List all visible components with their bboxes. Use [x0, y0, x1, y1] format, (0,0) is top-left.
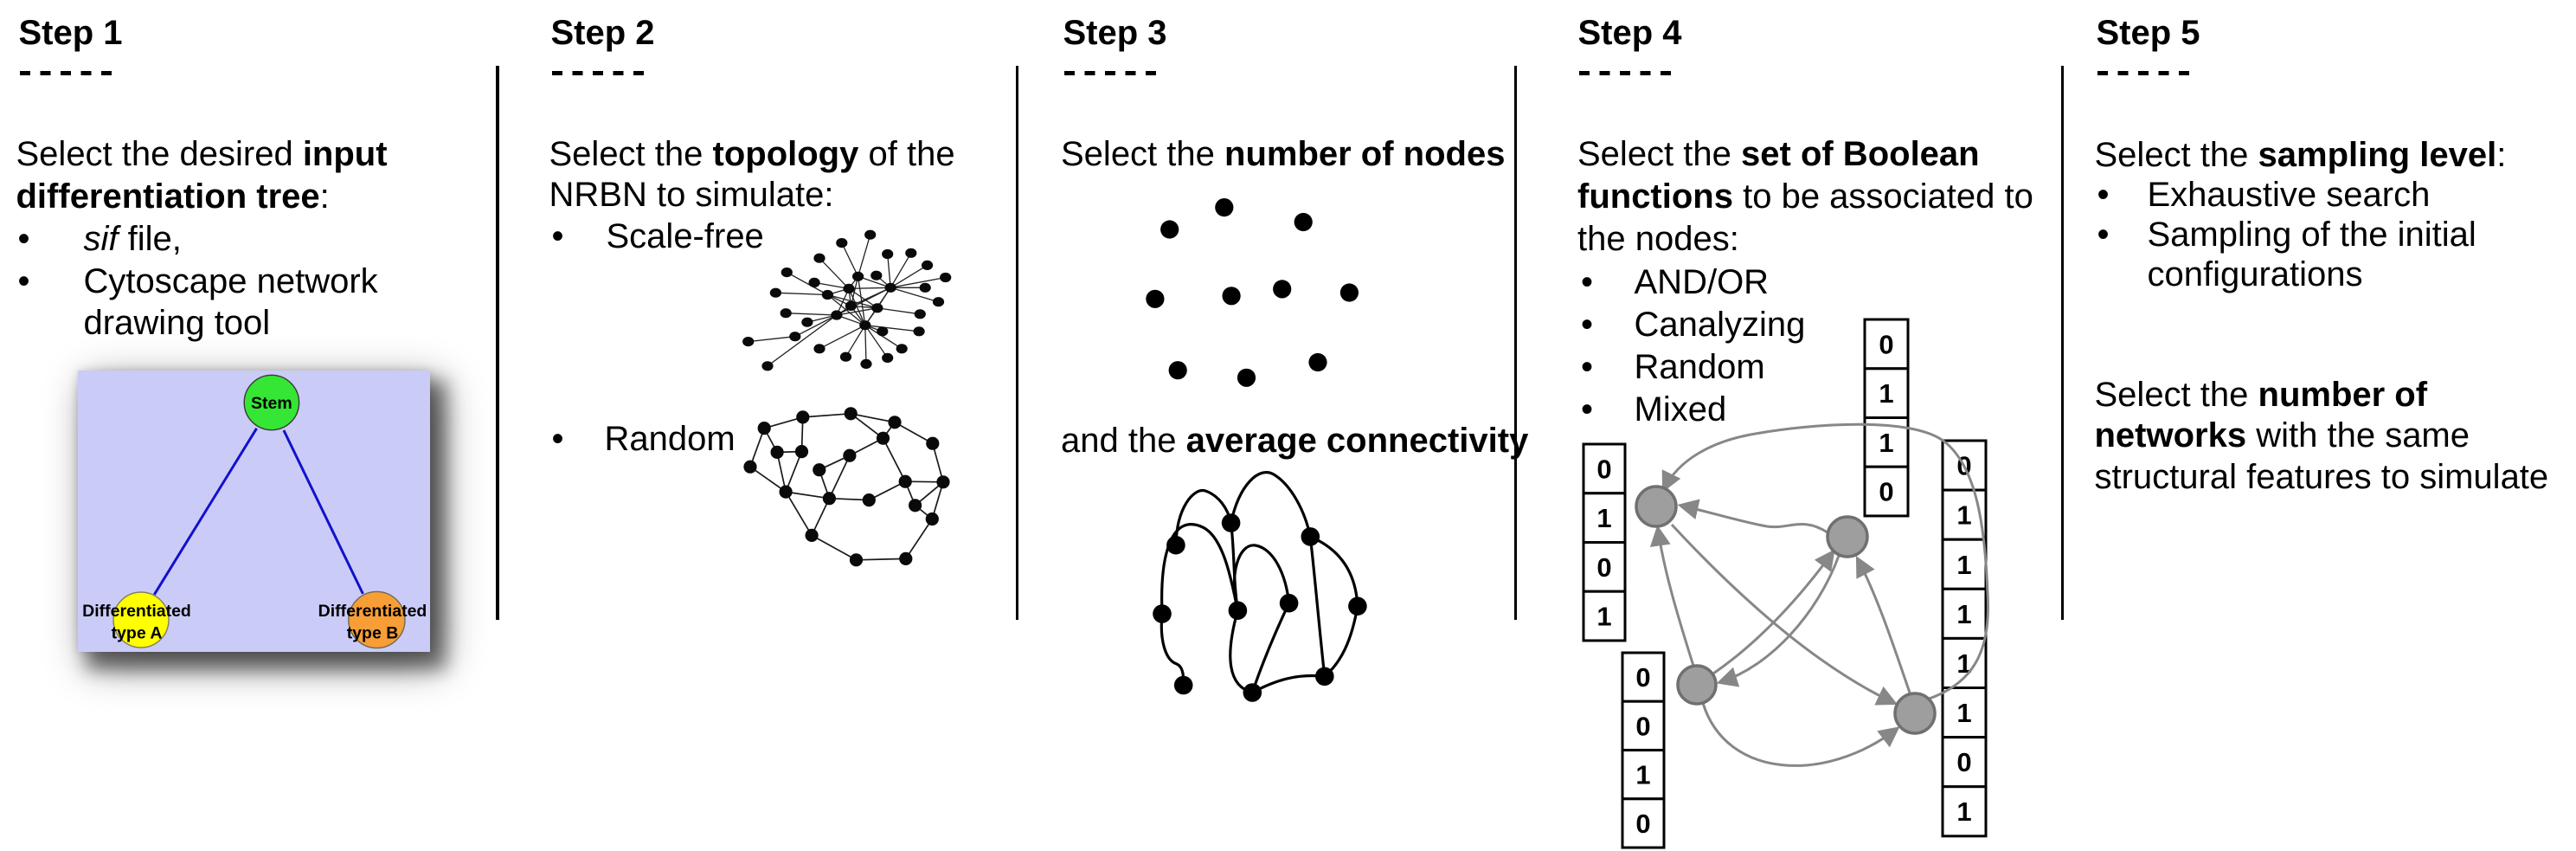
svg-text:1: 1: [1956, 648, 1971, 679]
svg-text:0: 0: [1635, 809, 1650, 839]
svg-text:0: 0: [1596, 454, 1611, 484]
svg-text:0: 0: [1879, 477, 1893, 507]
svg-text:Differentiated: Differentiated: [318, 602, 427, 621]
svg-text:0: 0: [1635, 711, 1650, 741]
svg-text:0: 0: [1956, 747, 1971, 777]
svg-text:1: 1: [1596, 503, 1611, 533]
svg-text:Differentiated: Differentiated: [82, 602, 191, 621]
svg-text:0: 0: [1635, 662, 1650, 693]
svg-text:Stem: Stem: [251, 394, 292, 413]
svg-text:0: 0: [1879, 329, 1893, 359]
svg-text:0: 0: [1596, 552, 1611, 583]
svg-text:1: 1: [1956, 796, 1971, 827]
svg-text:1: 1: [1596, 602, 1611, 632]
svg-text:1: 1: [1879, 428, 1893, 458]
svg-text:1: 1: [1956, 599, 1971, 629]
svg-text:1: 1: [1956, 698, 1971, 728]
svg-text:1: 1: [1956, 500, 1971, 531]
svg-text:1: 1: [1956, 550, 1971, 580]
svg-text:type A: type A: [112, 624, 163, 643]
svg-text:type B: type B: [347, 624, 399, 643]
svg-text:1: 1: [1635, 760, 1650, 790]
svg-text:1: 1: [1879, 378, 1893, 409]
